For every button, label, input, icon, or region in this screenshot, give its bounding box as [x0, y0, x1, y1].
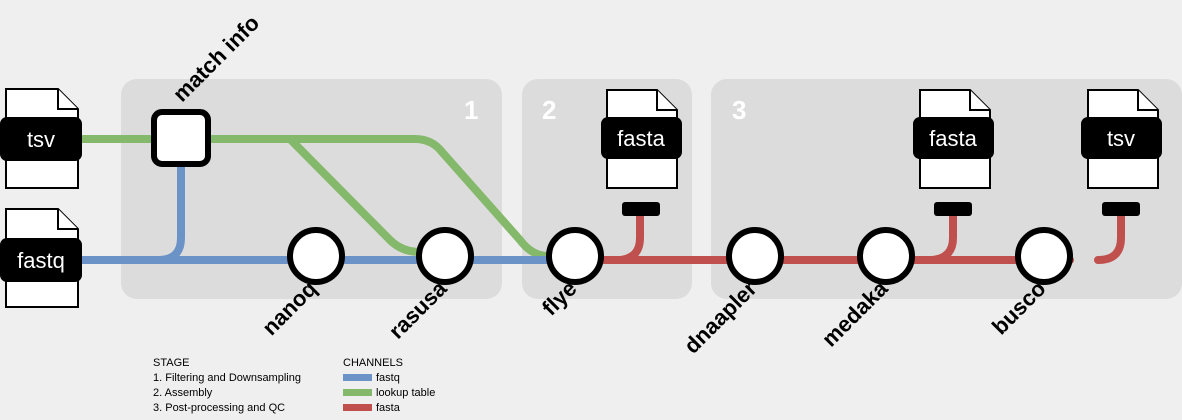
rasusa-node [416, 227, 474, 285]
channels-legend-item: lookup table [376, 387, 435, 399]
fasta-channel-line [1094, 212, 1125, 264]
medaka-output-label: fasta [929, 126, 977, 151]
nanoq-node [287, 227, 345, 285]
channels-legend-item: fastq [376, 372, 400, 384]
channels-legend-item: fasta [376, 402, 401, 414]
file-tag [0, 117, 82, 161]
stage-legend-item: 2. Assembly [153, 387, 213, 399]
stage-legend: STAGE 1. Filtering and Downsampling 2. A… [153, 357, 301, 414]
fastq-channel-line [154, 161, 185, 264]
busco-output-label: tsv [1107, 126, 1135, 151]
file-fold-icon [656, 90, 677, 111]
stage-1-number: 1 [464, 95, 478, 125]
match-info-node [151, 109, 211, 167]
output-port [622, 202, 660, 216]
channels-legend-title: CHANNELS [343, 357, 403, 369]
medaka-fasta-output-file: fasta [913, 89, 994, 216]
lookup-table-swatch [343, 389, 372, 396]
fastq-input-label: fastq [17, 248, 65, 273]
busco-node [1015, 227, 1073, 285]
file-fold-icon [1137, 90, 1158, 111]
file-tag [913, 117, 994, 159]
file-tag [601, 117, 682, 159]
file-fold-icon [57, 89, 78, 110]
tsv-input-file: tsv [0, 88, 82, 189]
stage-legend-title: STAGE [153, 357, 189, 369]
flye-output-label: fasta [617, 126, 665, 151]
stage-legend-item: 1. Filtering and Downsampling [153, 372, 301, 384]
stage-legend-item: 3. Post-processing and QC [153, 402, 285, 414]
fastq-input-file: fastq [0, 208, 82, 308]
file-tag [1081, 117, 1162, 159]
file-tag [0, 238, 82, 282]
flye-node [546, 227, 604, 285]
stage-1-box [121, 79, 502, 299]
busco-tsv-output-file: tsv [1081, 89, 1162, 216]
stage-3-number: 3 [732, 95, 746, 125]
file-fold-icon [969, 90, 990, 111]
medaka-node [857, 227, 915, 285]
tsv-input-label: tsv [27, 127, 55, 152]
output-port [1102, 202, 1140, 216]
dnaapler-node [726, 227, 784, 285]
fastq-swatch [343, 374, 372, 381]
output-port [934, 202, 972, 216]
channels-legend: CHANNELS fastq lookup table fasta [343, 357, 435, 414]
lookup-channel-line [76, 135, 552, 260]
file-fold-icon [57, 209, 78, 230]
fasta-channel-line [616, 212, 644, 264]
flye-fasta-output-file: fasta [601, 89, 682, 216]
stage-2-number: 2 [542, 95, 556, 125]
fasta-channel-line [928, 212, 957, 264]
fasta-swatch [343, 404, 372, 411]
